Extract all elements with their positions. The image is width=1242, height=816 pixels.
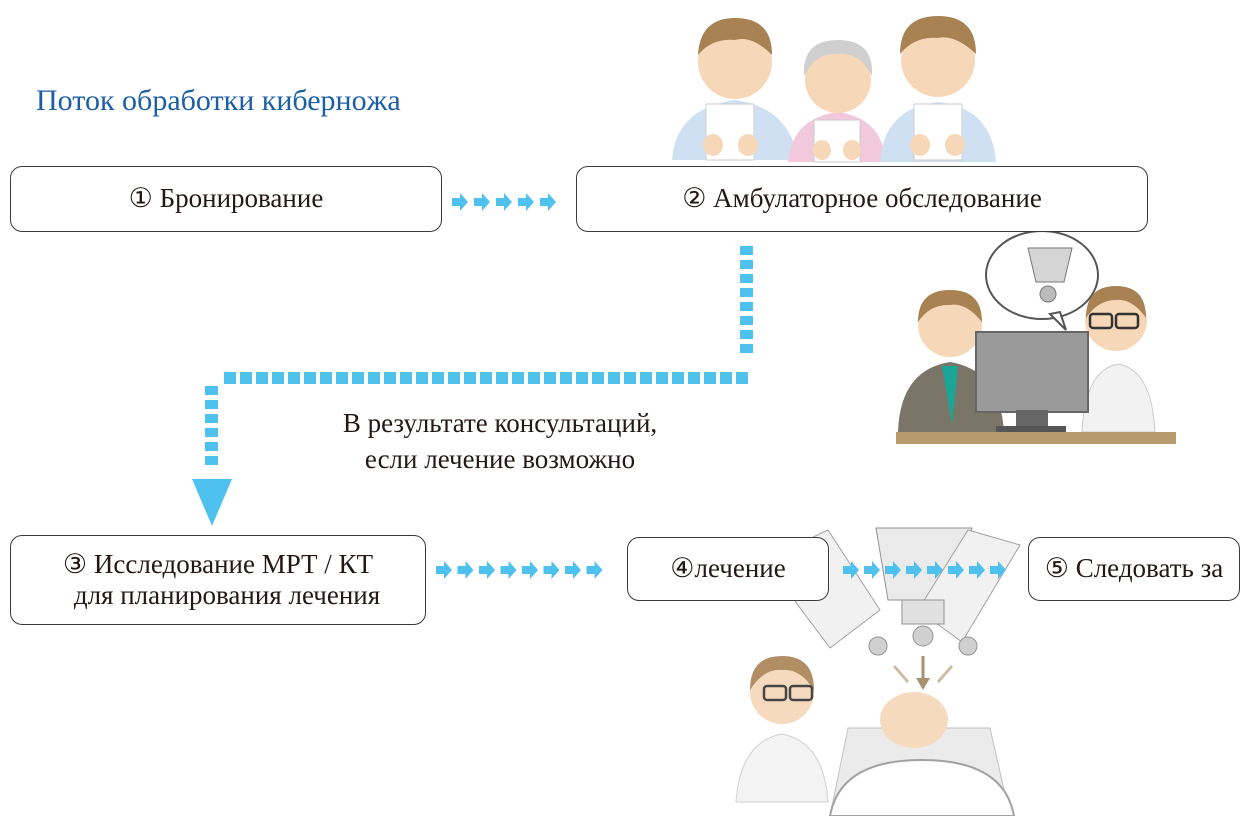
connector-dot xyxy=(672,372,684,384)
connector-dot xyxy=(400,372,412,384)
connector-dot xyxy=(740,260,753,269)
page-title: Поток обработки кибернoжa xyxy=(36,84,401,117)
small-arrow-icon xyxy=(500,561,517,579)
step-3-label-line2: для планирования лечения xyxy=(73,580,381,610)
small-arrow-icon xyxy=(522,561,538,579)
connector-dot xyxy=(544,372,556,384)
step-3-box: ③ Исследование МРТ / КТ для планирования… xyxy=(10,535,426,625)
connector-dot xyxy=(304,372,316,384)
patients-illustration xyxy=(672,16,996,163)
connector-dot xyxy=(740,316,753,325)
small-arrow-icon xyxy=(843,561,859,579)
connector-dot xyxy=(205,456,218,465)
connector-dot xyxy=(336,372,348,384)
step-4-label: лечение xyxy=(694,553,786,584)
connector-dot xyxy=(320,372,332,384)
down-arrow-head xyxy=(192,479,232,526)
connector-dot xyxy=(205,414,218,423)
small-arrow-icon xyxy=(479,561,495,579)
connector-dot xyxy=(704,372,716,384)
connector-dot xyxy=(416,372,428,384)
connector-dot xyxy=(464,372,476,384)
connector-dot xyxy=(240,372,252,384)
connector-dot xyxy=(736,372,748,384)
small-arrow-icon xyxy=(452,193,468,211)
arrow-chain-1-2 xyxy=(452,193,556,211)
connector-dot xyxy=(432,372,444,384)
connector-dot xyxy=(448,372,460,384)
connector-dot xyxy=(288,372,300,384)
condition-note: В результате консультаций, если лечение … xyxy=(290,405,710,478)
small-arrow-icon xyxy=(885,561,901,579)
small-arrow-icon xyxy=(927,561,943,579)
dotted-connector-arrow xyxy=(192,246,753,526)
step-1-label: Бронирование xyxy=(159,183,324,214)
small-arrow-icon xyxy=(540,193,556,211)
connector-dot xyxy=(352,372,364,384)
small-arrow-icon xyxy=(586,561,603,579)
condition-line2: если лечение возможно xyxy=(364,444,636,475)
step-1-number: ① xyxy=(128,183,153,214)
connector-dot xyxy=(528,372,540,384)
connector-dot xyxy=(624,372,636,384)
small-arrow-icon xyxy=(906,561,922,579)
connector-dot xyxy=(496,372,508,384)
step-5-number: ⑤ xyxy=(1044,553,1069,584)
small-arrow-icon xyxy=(474,193,490,211)
step-3-label-line1: Исследование МРТ / КТ xyxy=(93,548,374,579)
step-2-box: ② Амбулаторное обследование xyxy=(576,166,1148,232)
small-arrow-icon xyxy=(518,193,534,211)
connector-dot xyxy=(592,372,604,384)
small-arrow-icon xyxy=(496,193,512,211)
connector-dot xyxy=(272,372,284,384)
small-arrow-icon xyxy=(543,561,560,579)
connector-dot xyxy=(740,274,753,283)
small-arrow-icon xyxy=(565,561,581,579)
small-arrow-icon xyxy=(436,561,452,579)
step-3-number: ③ xyxy=(62,548,88,579)
connector-dot xyxy=(740,288,753,297)
step-5-label: Следовать за xyxy=(1075,553,1224,584)
connector-dot xyxy=(560,372,572,384)
step-1-box: ① Бронирование xyxy=(10,166,442,232)
small-arrow-icon xyxy=(969,561,985,579)
connector-dot xyxy=(205,442,218,451)
connector-dot xyxy=(740,302,753,311)
connector-dot xyxy=(205,400,218,409)
arrow-chain-3-4 xyxy=(436,561,603,579)
connector-dot xyxy=(368,372,380,384)
connector-dot xyxy=(740,330,753,339)
small-arrow-icon xyxy=(457,561,474,579)
connector-dot xyxy=(224,372,236,384)
small-arrow-icon xyxy=(990,561,1006,579)
step-2-number: ② xyxy=(682,183,707,214)
connector-dot xyxy=(480,372,492,384)
connector-dot xyxy=(720,372,732,384)
connector-dot xyxy=(256,372,268,384)
doctors-consultation-illustration xyxy=(896,230,1176,444)
connector-dot xyxy=(656,372,668,384)
connector-dot xyxy=(640,372,652,384)
connector-dot xyxy=(205,386,218,395)
arrow-chain-4-5 xyxy=(843,561,1006,579)
step-4-number: ④ xyxy=(670,553,695,584)
connector-dot xyxy=(384,372,396,384)
connector-dot xyxy=(608,372,620,384)
connector-dot xyxy=(740,344,753,353)
connector-dot xyxy=(688,372,700,384)
step-5-box: ⑤ Следовать за xyxy=(1028,537,1240,601)
connector-dot xyxy=(576,372,588,384)
connector-dot xyxy=(512,372,524,384)
small-arrow-icon xyxy=(948,561,964,579)
condition-line1: В результате консультаций, xyxy=(342,408,658,438)
cyberknife-treatment-illustration xyxy=(735,527,1021,816)
small-arrow-icon xyxy=(864,561,880,579)
connector-dot xyxy=(740,246,753,255)
step-2-label: Амбулаторное обследование xyxy=(713,183,1042,214)
connector-dot xyxy=(205,428,218,437)
